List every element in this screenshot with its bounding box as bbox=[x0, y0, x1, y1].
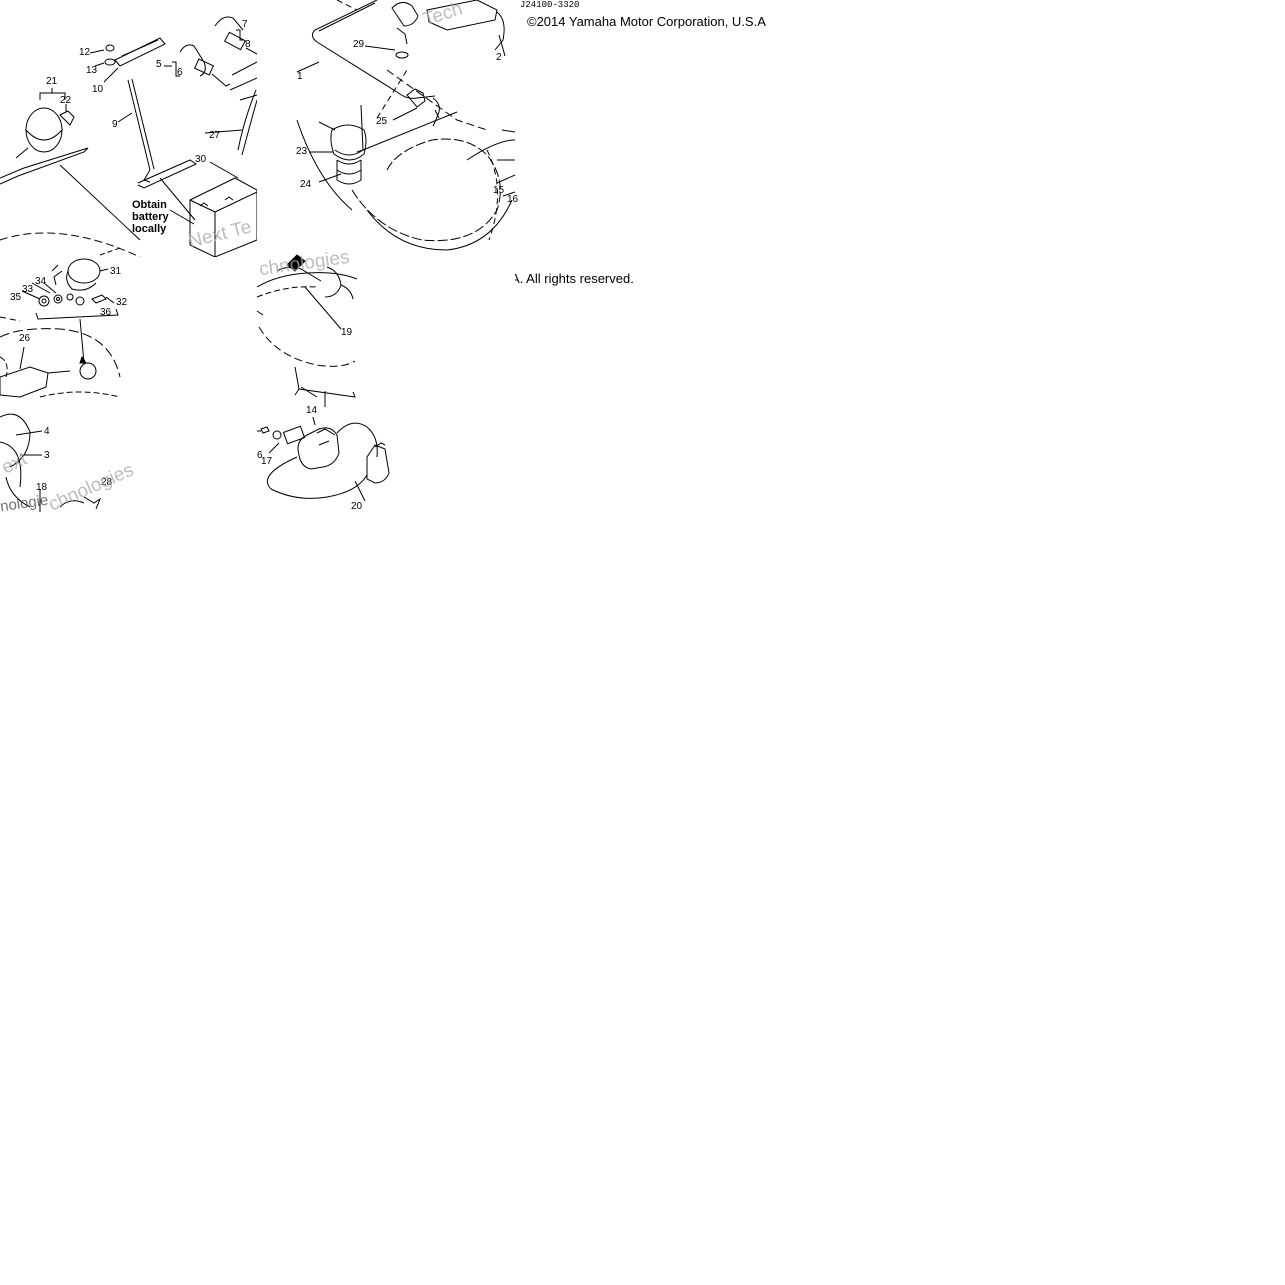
callout-25: 25 bbox=[376, 116, 388, 127]
callout-17: 17 bbox=[261, 456, 273, 467]
callout-5: 5 bbox=[156, 59, 162, 70]
copyright-line-2: A. All rights reserved. bbox=[511, 271, 634, 286]
drawing-code: J24100-3320 bbox=[520, 0, 580, 10]
callout-16: 16 bbox=[507, 194, 519, 205]
tile-bottom-right-linework bbox=[256, 254, 390, 502]
callout-32: 32 bbox=[116, 297, 128, 308]
tile-top-right-linework bbox=[296, 0, 516, 251]
callout-18: 18 bbox=[36, 482, 48, 493]
tile-bottom-left-linework bbox=[0, 258, 121, 512]
callout-33: 33 bbox=[22, 284, 34, 295]
callout-19: 19 bbox=[341, 327, 353, 338]
callout-26: 26 bbox=[19, 333, 31, 344]
callout-23: 23 bbox=[296, 146, 308, 157]
callout-3: 3 bbox=[44, 450, 50, 461]
callout-20: 20 bbox=[351, 501, 363, 512]
callout-35: 35 bbox=[10, 292, 22, 303]
callout-14: 14 bbox=[306, 405, 318, 416]
callout-2: 2 bbox=[496, 52, 502, 63]
callout-4: 4 bbox=[44, 426, 50, 437]
callout-36: 36 bbox=[100, 307, 112, 318]
callout-8: 8 bbox=[245, 39, 251, 50]
callout-29: 29 bbox=[353, 39, 365, 50]
callout-30: 30 bbox=[195, 154, 207, 165]
callout-6-lower: 6 bbox=[257, 450, 263, 461]
callout-13: 13 bbox=[86, 65, 98, 76]
callout-1: 1 bbox=[297, 71, 303, 82]
copyright-line-1: ©2014 Yamaha Motor Corporation, U.S.A bbox=[527, 14, 766, 29]
callout-12: 12 bbox=[79, 47, 91, 58]
diagram-tile-bottom-left: 31 34 33 35 32 36 26 4 3 18 28 ext chnol… bbox=[0, 257, 257, 516]
callout-27: 27 bbox=[209, 130, 221, 141]
callout-6: 6 bbox=[177, 67, 183, 78]
diagram-tile-bottom-right: 19 14 6 17 20 chnologies bbox=[256, 247, 515, 515]
callout-24: 24 bbox=[300, 179, 312, 190]
battery-note: Obtain battery locally bbox=[132, 199, 169, 235]
callout-22: 22 bbox=[60, 95, 72, 106]
diagram-tile-top-left: 21 22 12 13 10 5 6 7 8 9 27 30 Obtain ba… bbox=[0, 0, 258, 258]
callout-34: 34 bbox=[35, 276, 47, 287]
callout-7: 7 bbox=[242, 19, 248, 30]
callout-9: 9 bbox=[112, 119, 118, 130]
callout-21: 21 bbox=[46, 76, 58, 87]
callout-28: 28 bbox=[101, 477, 113, 488]
callout-31: 31 bbox=[110, 266, 122, 277]
callout-10: 10 bbox=[92, 84, 104, 95]
callout-15: 15 bbox=[493, 185, 505, 196]
tile-top-left-linework bbox=[0, 16, 258, 258]
diagram-tile-top-right: 29 1 2 25 23 24 15 16 Tech bbox=[257, 0, 519, 257]
